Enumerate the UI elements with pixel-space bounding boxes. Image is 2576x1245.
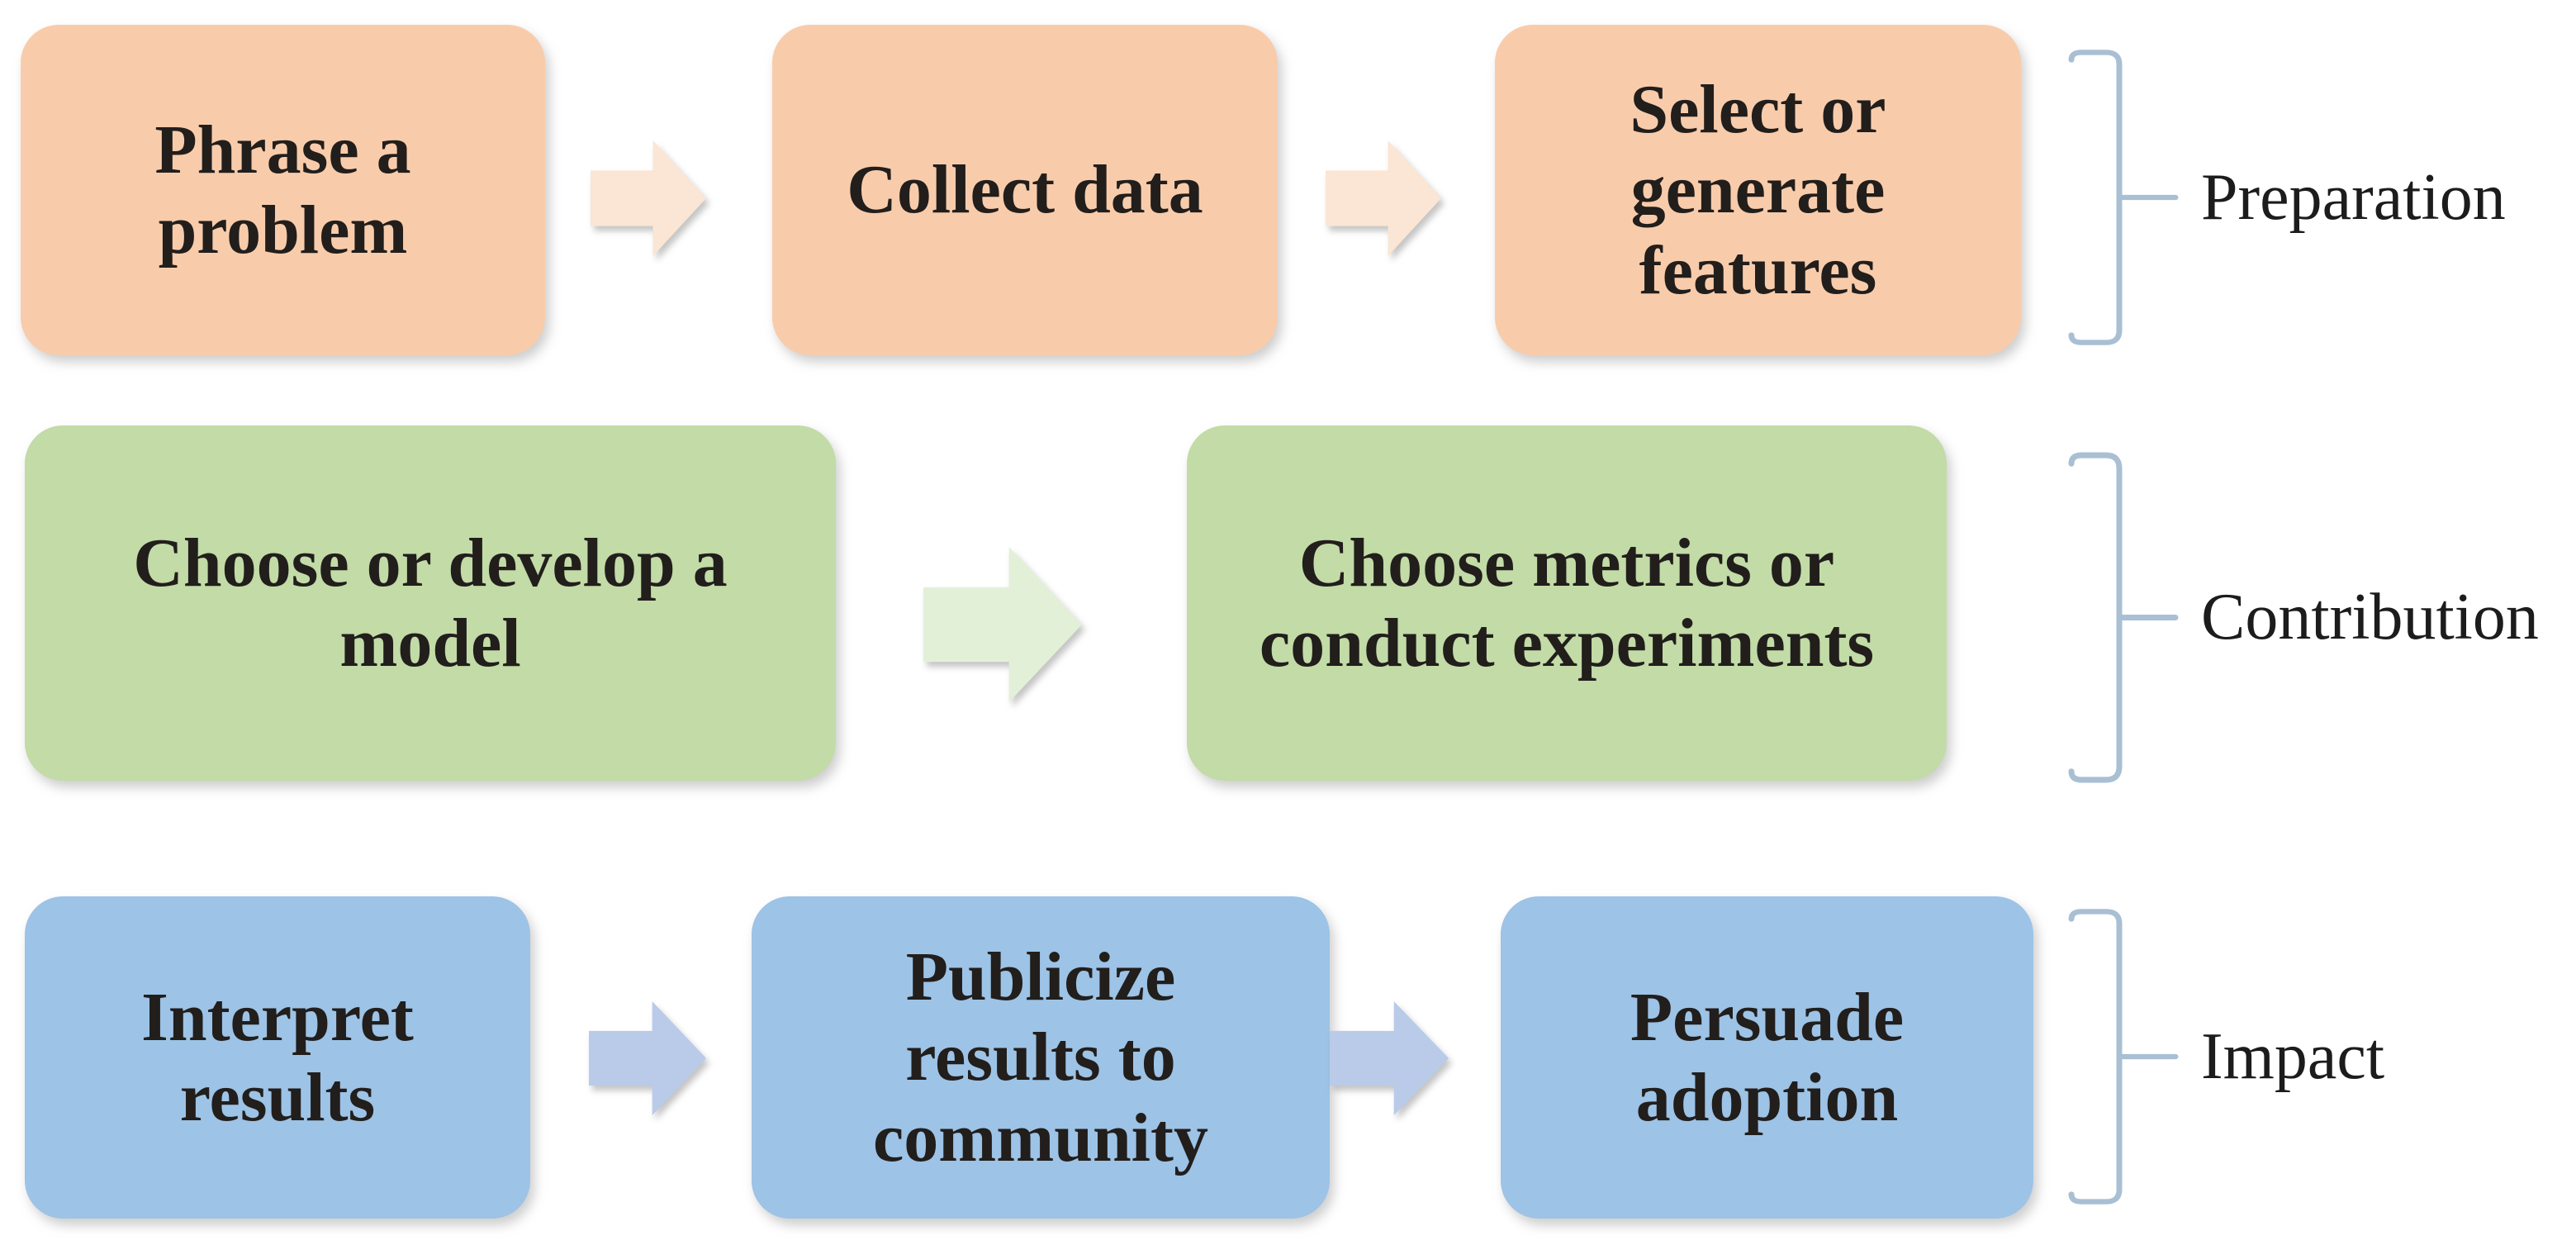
stage-label-preparation: Preparation [2201, 160, 2506, 234]
arrow-shape [1330, 1001, 1449, 1115]
step-label-choose-or-develop-a-model: Choose or develop a model [133, 524, 728, 682]
arrow-shape [591, 140, 706, 256]
stage-label-contribution: Contribution [2201, 581, 2539, 653]
stage-bracket-icon [2068, 452, 2179, 783]
arrow-shape [589, 1001, 706, 1115]
flow-arrow-icon [1330, 1001, 1449, 1115]
step-label-persuade-adoption: Persuade adoption [1630, 978, 1905, 1136]
step-box-collect-data: Collect data [772, 25, 1278, 355]
arrow-shape [923, 547, 1082, 702]
step-label-phrase-a-problem: Phrase a problem [154, 111, 411, 268]
step-box-persuade-adoption: Persuade adoption [1501, 896, 2033, 1219]
step-box-publicize-results-to-community: Publicize results to community [752, 896, 1330, 1219]
flow-arrow-icon [591, 140, 706, 256]
stage-bracket-icon [2068, 909, 2179, 1205]
step-label-choose-metrics-or-conduct-experiments: Choose metrics or conduct experiments [1259, 524, 1875, 682]
step-label-interpret-results: Interpret results [141, 978, 414, 1136]
step-label-select-or-generate-features: Select or generate features [1630, 70, 1886, 309]
arrow-shape [1326, 140, 1441, 256]
stage-label-impact: Impact [2201, 1019, 2385, 1093]
step-box-select-or-generate-features: Select or generate features [1495, 25, 2021, 355]
flow-arrow-icon [589, 1001, 706, 1115]
flow-arrow-icon [923, 547, 1082, 702]
flow-arrow-icon [1326, 140, 1441, 256]
step-box-choose-or-develop-a-model: Choose or develop a model [25, 425, 836, 781]
step-box-interpret-results: Interpret results [25, 896, 530, 1219]
step-label-collect-data: Collect data [847, 151, 1203, 229]
step-label-publicize-results-to-community: Publicize results to community [873, 938, 1208, 1176]
step-box-choose-metrics-or-conduct-experiments: Choose metrics or conduct experiments [1187, 425, 1947, 781]
stage-bracket-icon [2068, 50, 2179, 345]
step-box-phrase-a-problem: Phrase a problem [21, 25, 545, 355]
